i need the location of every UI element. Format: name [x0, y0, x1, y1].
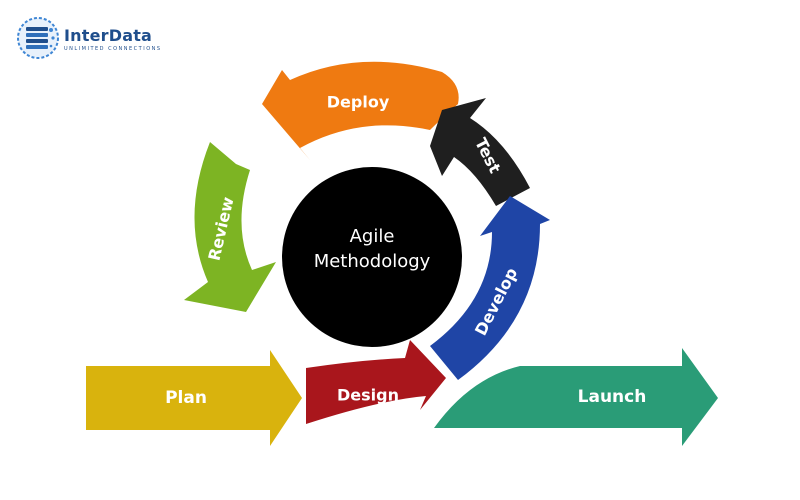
label-plan: Plan — [165, 388, 207, 408]
review-arrow — [184, 142, 276, 312]
interdata-logo[interactable]: InterData UNLIMITED CONNECTIONS — [16, 14, 166, 64]
label-deploy: Deploy — [327, 93, 390, 112]
launch-arrow — [434, 348, 718, 446]
develop-arrow — [430, 196, 550, 380]
design-arrow — [306, 340, 446, 424]
test-arrow — [430, 98, 530, 206]
center-circle — [282, 167, 462, 347]
plan-arrow — [86, 350, 302, 446]
label-launch: Launch — [578, 387, 647, 407]
globe-icon — [17, 17, 59, 59]
label-design: Design — [337, 386, 399, 405]
logo-name: InterData — [64, 26, 153, 45]
center-title-line2: Methodology — [314, 251, 431, 272]
logo-tagline: UNLIMITED CONNECTIONS — [64, 46, 162, 52]
center-title-line1: Agile — [350, 226, 395, 247]
deploy-arrow — [262, 61, 459, 160]
